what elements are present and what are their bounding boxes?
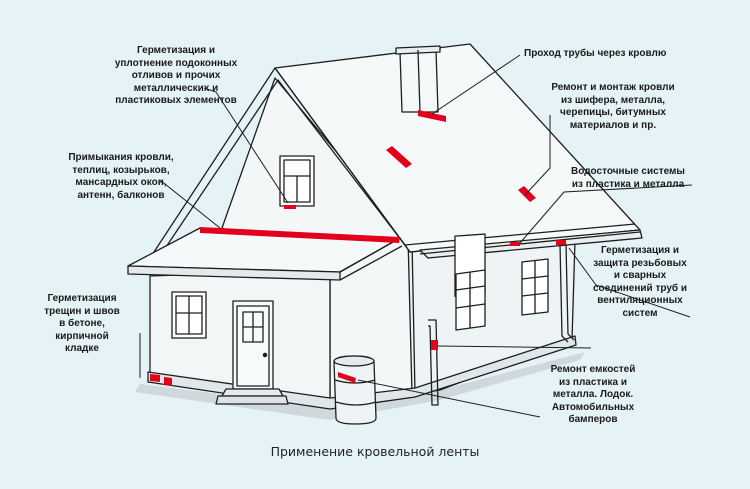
leader-lines [139, 54, 693, 418]
roof-edge-left [149, 67, 411, 259]
tape-gutter-2 [556, 240, 566, 245]
label-sill: Герметизация и уплотнение подоконных отл… [114, 45, 238, 106]
tape-roof-2 [518, 186, 536, 202]
tape-plinth-2 [164, 377, 172, 386]
label-roofing: Ремонт и монтаж кровли из шифера, металл… [551, 82, 675, 131]
downpipe-left [428, 319, 439, 406]
roof-edge-inner [159, 79, 406, 257]
tape-sill [284, 205, 296, 209]
downpipe-right [559, 243, 569, 343]
door-steps [221, 388, 284, 397]
tape-downpipe [431, 340, 438, 350]
tape-gutter-1 [510, 242, 520, 246]
door [232, 300, 274, 390]
tape-barrel [338, 372, 356, 383]
label-junction: Примыкания кровли, теплиц, козырьков, ма… [68, 152, 174, 201]
tape-roof-1 [386, 146, 412, 168]
label-gutter: Водосточные системы из пластика и металл… [571, 166, 685, 190]
label-pipe: Проход трубы через кровлю [524, 48, 667, 59]
label-concrete: Герметизация трещин и швов в бетоне, кир… [44, 293, 120, 354]
side-window-2-panes [521, 258, 549, 316]
tape-plinth-1 [150, 374, 160, 382]
diagram-caption: Применение кровельной ленты [270, 444, 480, 459]
label-tanks: Ремонт емкостей из пластика и металла. Л… [550, 364, 636, 425]
rain-barrel [333, 355, 377, 425]
tape-marks [150, 110, 566, 386]
label-threads: Герметизация и защита резьбовых и сварны… [593, 245, 687, 319]
side-window-1-panes [455, 269, 486, 331]
tape-chimney [418, 110, 446, 122]
tape-junction [200, 227, 400, 243]
